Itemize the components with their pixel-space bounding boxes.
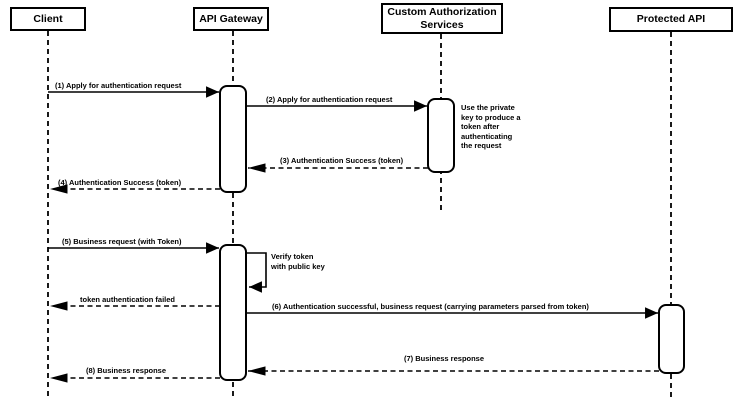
participant-client: Client [10, 7, 86, 31]
message-1-label: (1) Apply for authentication request [55, 81, 182, 90]
message-token-failed-label: token authentication failed [80, 295, 176, 304]
message-6-label: (6) Authentication successful, business … [272, 302, 589, 311]
activation-api-gateway-1 [219, 85, 247, 193]
activation-custom-authorization-services [427, 98, 455, 173]
message-2-label: (2) Apply for authentication request [266, 95, 393, 104]
message-7-label: (7) Business response [404, 354, 485, 363]
message-4-label: (4) Authentication Success (token) [58, 178, 182, 187]
message-8-label: (8) Business response [86, 366, 167, 375]
participant-api-gateway: API Gateway [193, 7, 269, 31]
message-verify-label: Verify token with public key [271, 252, 325, 271]
note-private-key: Use the private key to produce a token a… [461, 103, 521, 150]
message-3-label: (3) Authentication Success (token) [280, 156, 404, 165]
activation-protected-api [658, 304, 685, 374]
message-verify-self-loop [247, 252, 267, 293]
participant-custom-authorization-services: Custom Authorization Services [381, 3, 503, 34]
message-5-label: (5) Business request (with Token) [62, 237, 182, 246]
activation-api-gateway-2 [219, 244, 247, 381]
participant-protected-api: Protected API [609, 7, 733, 32]
